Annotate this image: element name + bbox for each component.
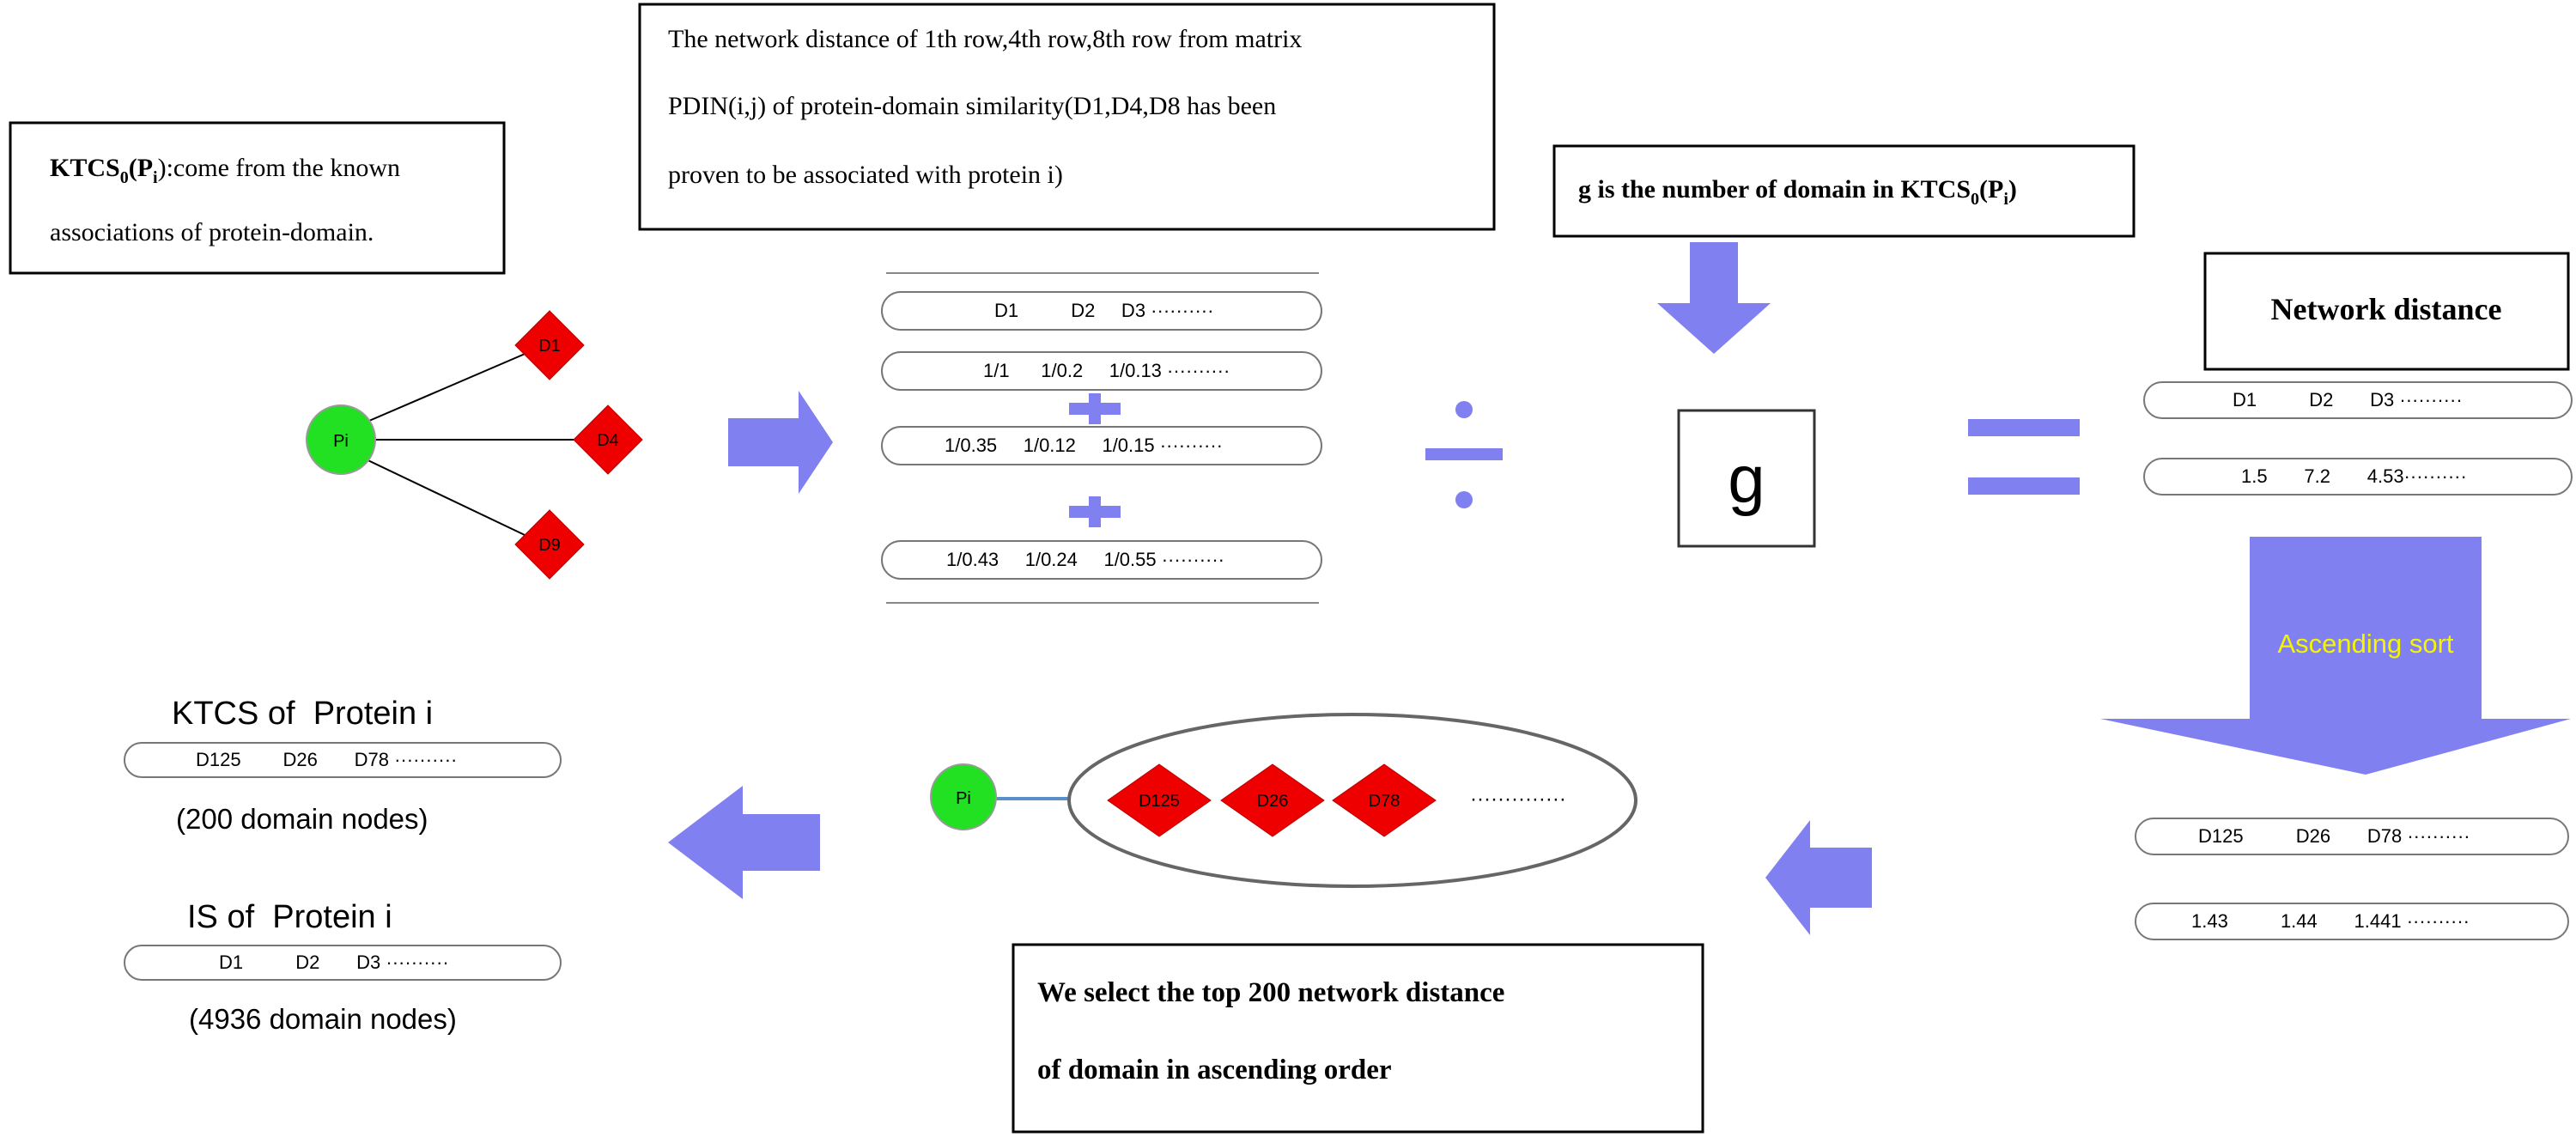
g-symbol: g [1728, 441, 1765, 517]
matrix-box [638, 3, 1496, 231]
matrix-text-line1: The network distance of 1th row,4th row,… [668, 25, 1302, 53]
is-row-text: D1 D2 D3 ·········· [219, 952, 449, 973]
network-distance-title: Network distance [2271, 292, 2502, 326]
sorted-row-header [2135, 818, 2569, 855]
network-row-values [2143, 458, 2573, 496]
domain-node-d26 [1220, 763, 1325, 837]
ascending-sort-label: Ascending sort [2277, 629, 2453, 659]
matrix-row-8-text: 1/0.43 1/0.24 1/0.55 ·········· [946, 549, 1224, 570]
domain-node-d26-label: D26 [1257, 792, 1289, 811]
protein-node-pi-bottom-label: Pi [956, 789, 971, 808]
matrix-row-1 [881, 351, 1322, 391]
ktcs0-box [9, 121, 506, 275]
protein-node-pi-bottom [930, 763, 997, 830]
arrow-down-g [1657, 242, 1771, 354]
domain-node-d1 [514, 310, 585, 380]
ktcs-title: KTCS of Protein i [172, 696, 433, 732]
matrix-row-header [881, 291, 1322, 331]
selection-ellipsis: ·············· [1470, 787, 1566, 811]
plus-icon-2 [1069, 496, 1121, 527]
sorted-row-header-text: D125 D26 D78 ·········· [2198, 825, 2470, 847]
domain-node-d125-label: D125 [1139, 792, 1180, 811]
plus-icon-1 [1069, 393, 1121, 424]
network-row-header [2143, 381, 2573, 419]
matrix-row-4 [881, 426, 1322, 465]
selection-text-line1: We select the top 200 network distance [1037, 977, 1504, 1008]
ascending-sort-arrow [2100, 537, 2571, 775]
network-row-values-text: 1.5 7.2 4.53·········· [2241, 465, 2467, 487]
matrix-row-4-text: 1/0.35 1/0.12 1/0.15 ·········· [945, 435, 1223, 456]
domain-node-d4 [573, 404, 643, 475]
sorted-row-values-text: 1.43 1.44 1.441 ·········· [2191, 910, 2470, 932]
divide-icon [1425, 401, 1503, 508]
sorted-row-values [2135, 903, 2569, 940]
is-title: IS of Protein i [187, 899, 392, 935]
ktcs-row-text: D125 D26 D78 ·········· [196, 749, 457, 770]
selection-box [1012, 943, 1704, 1134]
ktcs-count: (200 domain nodes) [176, 803, 428, 835]
is-count: (4936 domain nodes) [189, 1003, 457, 1035]
is-row [124, 945, 562, 981]
matrix-text-line3: proven to be associated with protein i) [668, 161, 1063, 189]
domain-node-d78-label: D78 [1369, 792, 1400, 811]
matrix-row-8 [881, 540, 1322, 580]
g-box [1677, 409, 1816, 548]
edge-pi-d9 [338, 446, 542, 544]
matrix-row-1-text: 1/1 1/0.2 1/0.13 ·········· [983, 360, 1230, 381]
g-definition-text: g is the number of domain in KTCS0(Pi) [1578, 175, 2017, 209]
network-distance-box [2203, 252, 2570, 371]
matrix-row-header-text: D1 D2 D3 ·········· [994, 300, 1213, 321]
domain-node-d1-label: D1 [538, 337, 561, 356]
ktcs0-text-line2: associations of protein-domain. [50, 218, 374, 246]
arrow-left-3 [668, 786, 820, 899]
g-definition-box [1552, 144, 2136, 238]
domain-node-d4-label: D4 [597, 431, 619, 450]
matrix-text-line2: PDIN(i,j) of protein-domain similarity(D… [668, 92, 1276, 120]
domain-node-d78 [1332, 763, 1437, 837]
domain-node-d9 [514, 509, 585, 580]
ktcs-row [124, 742, 562, 778]
ktcs0-text-line1: KTCS0(Pi):come from the known [50, 154, 400, 187]
network-row-header-text: D1 D2 D3 ·········· [2233, 389, 2463, 410]
protein-node-pi-label: Pi [333, 432, 349, 451]
arrow-right-1 [728, 391, 833, 494]
arrow-left-2 [1765, 820, 1872, 935]
edge-pi-d1 [338, 346, 542, 435]
domain-node-d9-label: D9 [538, 536, 561, 555]
protein-node-pi [306, 404, 376, 475]
selection-text-line2: of domain in ascending order [1037, 1055, 1392, 1085]
equals-icon [1968, 419, 2080, 495]
domain-node-d125 [1107, 763, 1212, 837]
